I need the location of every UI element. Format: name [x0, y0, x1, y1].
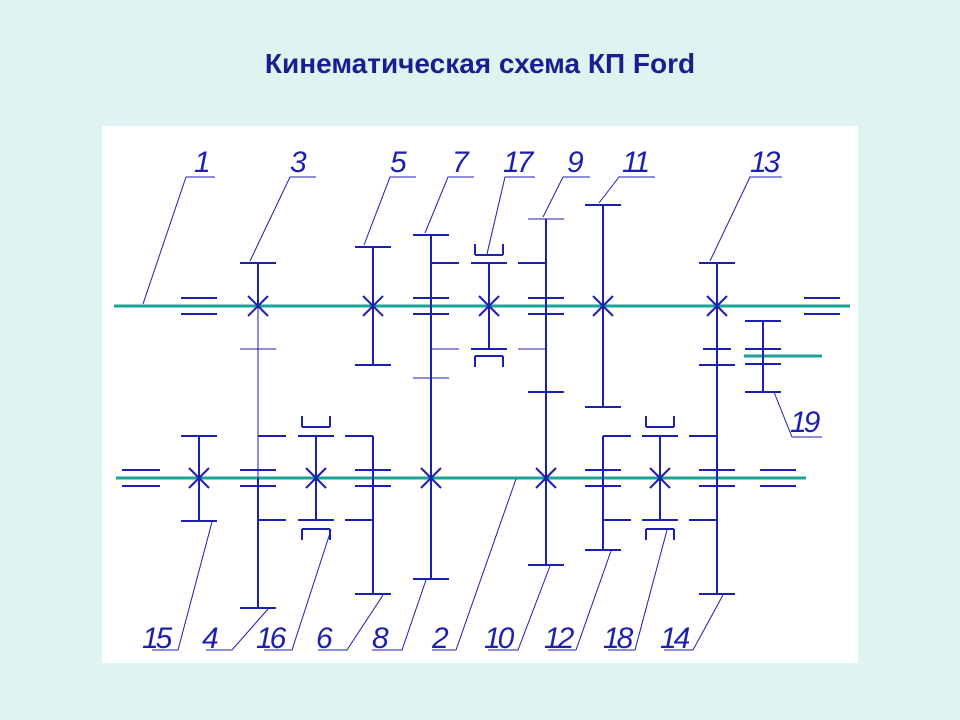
gear-9: [518, 218, 564, 350]
label-7: 7: [452, 146, 470, 179]
label-9: 9: [567, 146, 584, 179]
gear-19: [745, 320, 781, 393]
bearing-left-top: [181, 297, 217, 315]
label-14: 14: [660, 622, 690, 655]
synchronizer-17: [471, 244, 507, 367]
bearing-left-bottom: [122, 469, 160, 487]
label-5: 5: [390, 146, 407, 179]
synchronizer-16: [298, 416, 334, 540]
label-13: 13: [750, 146, 781, 179]
label-17: 17: [503, 146, 535, 179]
label-1: 1: [194, 146, 209, 179]
slide-title: Кинематическая схема КП Ford: [264, 48, 696, 79]
label-18: 18: [603, 622, 634, 655]
gear-5: [355, 246, 391, 366]
gear-14: [689, 365, 735, 595]
label-12: 12: [544, 622, 575, 655]
gear-6: [345, 435, 391, 595]
bearing-right-bottom: [760, 469, 796, 487]
synchronizer-18: [642, 416, 678, 540]
gear-15: [181, 435, 217, 522]
gear-4: [240, 306, 286, 609]
label-15: 15: [142, 622, 173, 655]
gear-8: [413, 306, 449, 580]
gear-11: [585, 204, 621, 408]
diagram-svg: 1 3 5 7 17 9 11 13 19 15 4 16 6 8 2 10 1…: [114, 146, 850, 655]
label-10: 10: [484, 622, 515, 655]
bearing-right-top: [804, 297, 840, 315]
leader-lines: [142, 176, 822, 651]
label-4: 4: [202, 622, 218, 655]
gear-10: [528, 306, 564, 566]
kinematic-diagram: 1 3 5 7 17 9 11 13 19 15 4 16 6 8 2 10 1…: [102, 126, 858, 663]
label-19: 19: [790, 406, 821, 439]
gear-12: [585, 435, 631, 551]
label-3: 3: [290, 146, 307, 179]
label-11: 11: [622, 146, 648, 179]
gear-13: [699, 262, 735, 366]
label-16: 16: [256, 622, 287, 655]
